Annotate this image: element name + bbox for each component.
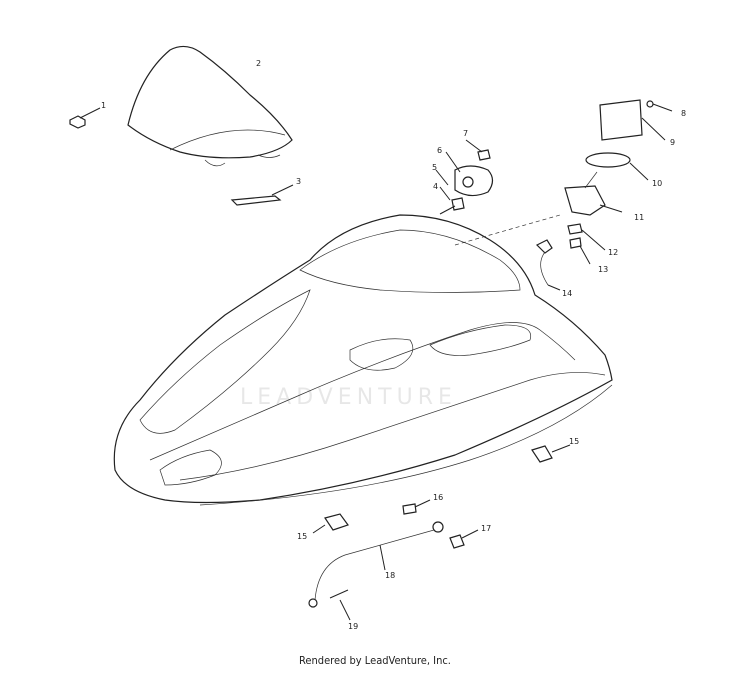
callout-16: 16 [433, 493, 443, 502]
callout-10: 10 [652, 179, 662, 188]
callout-19: 19 [348, 622, 358, 631]
callout-15-upper: 15 [569, 437, 579, 446]
callout-1: 1 [101, 101, 106, 110]
callout-17: 17 [481, 524, 491, 533]
part-gauge-bracket [435, 139, 494, 215]
callout-2: 2 [256, 59, 261, 68]
watermark-text: LEADVENTURE [240, 385, 457, 410]
part-windshield [127, 45, 293, 167]
callout-6: 6 [437, 146, 442, 155]
callout-9: 9 [670, 138, 675, 147]
callout-3: 3 [296, 177, 301, 186]
part-latch-upper [531, 444, 571, 463]
part-trim-strip [230, 184, 294, 206]
part-bolt [402, 499, 431, 515]
part-rivet [329, 589, 351, 621]
callout-18: 18 [385, 571, 395, 580]
part-plug [69, 107, 101, 129]
footer-credit: Rendered by LeadVenture, Inc. [299, 654, 451, 667]
leader-line [454, 214, 561, 246]
callout-11: 11 [634, 213, 644, 222]
part-tether-cable [308, 521, 444, 608]
part-hood [113, 214, 613, 506]
part-latch-lower [312, 513, 349, 534]
callout-14: 14 [562, 289, 572, 298]
callout-12: 12 [608, 248, 618, 257]
callout-15-lower: 15 [297, 532, 307, 541]
part-gauge-housing [535, 99, 673, 291]
callout-4: 4 [433, 182, 438, 191]
callout-7: 7 [463, 129, 468, 138]
callout-8: 8 [681, 109, 686, 118]
callout-13: 13 [598, 265, 608, 274]
part-nut [449, 529, 479, 549]
callout-5: 5 [432, 163, 437, 172]
